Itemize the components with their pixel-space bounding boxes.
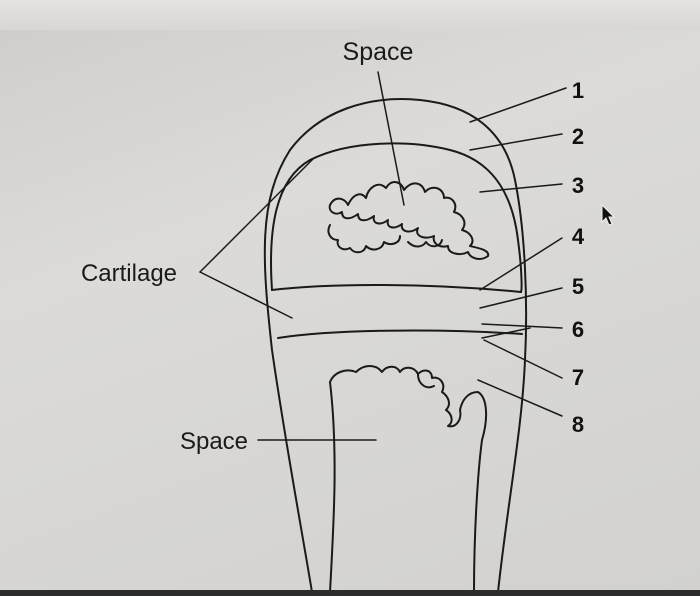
label-space-bottom: Space (180, 428, 248, 455)
leader-3 (479, 183, 563, 193)
leader-6a (481, 323, 563, 329)
leader-cartilage-a (199, 157, 315, 273)
leader-space-top (377, 71, 405, 206)
number-3: 3 (572, 173, 584, 198)
growth-line-upper (271, 283, 522, 293)
label-cartilage: Cartilage (81, 260, 177, 287)
upper-space-branch-2 (407, 239, 443, 248)
mouse-pointer-icon (601, 203, 616, 226)
leader-4 (479, 237, 563, 291)
lower-space-notch (417, 373, 435, 389)
leader-8 (477, 379, 563, 417)
growth-line-lower (277, 329, 523, 339)
number-6: 6 (572, 317, 584, 342)
label-space-top: Space (343, 38, 414, 66)
top-band (0, 0, 700, 30)
leader-7 (483, 339, 563, 379)
number-5: 5 (572, 274, 584, 299)
number-1: 1 (572, 78, 584, 103)
outer-contour (263, 98, 528, 593)
bottom-edge (0, 590, 700, 596)
leader-2 (469, 133, 563, 151)
leader-cartilage-b (199, 271, 293, 319)
leader-6b (481, 327, 531, 339)
upper-space-branch-1 (327, 224, 401, 254)
number-8: 8 (572, 412, 584, 437)
inner-contour (269, 142, 523, 293)
number-7: 7 (572, 365, 584, 390)
lower-space-outline (329, 365, 488, 593)
number-2: 2 (572, 124, 584, 149)
leader-1 (469, 87, 567, 123)
number-4: 4 (572, 224, 585, 249)
leader-5 (479, 287, 563, 309)
upper-space-outline (328, 181, 490, 260)
